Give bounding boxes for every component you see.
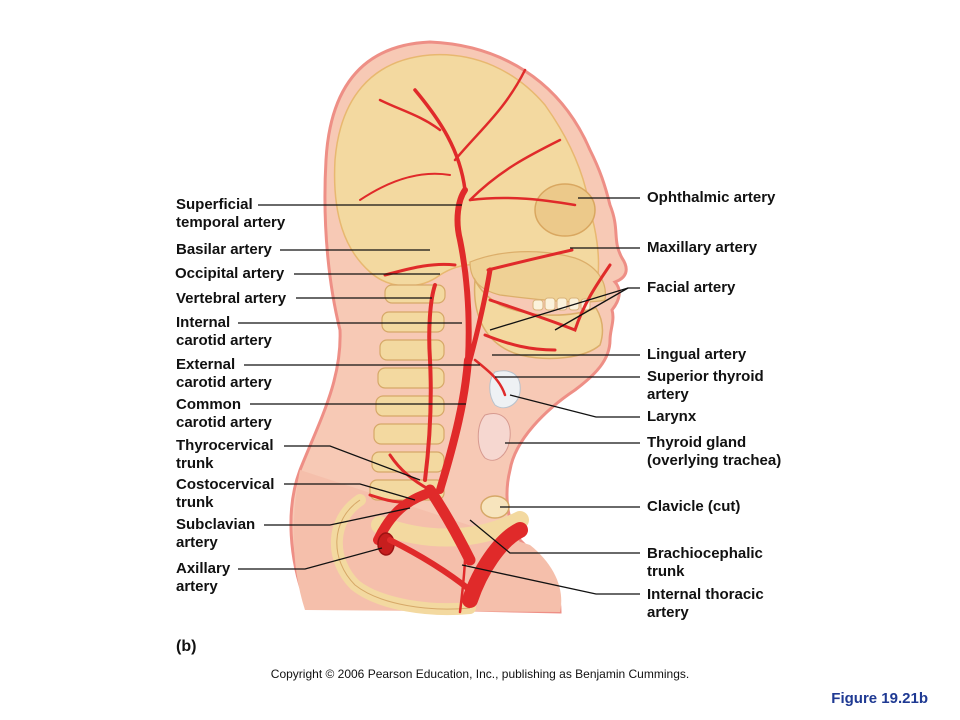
label-line-1: Subclavian <box>176 516 256 533</box>
label-line-1: Thyrocervical <box>176 437 274 454</box>
label-external-carotid-artery: External carotid artery <box>176 356 272 392</box>
leader-subclavian <box>264 507 411 526</box>
label-line-1: Thyroid gland <box>647 434 747 451</box>
common-carotid-artery <box>436 356 472 494</box>
thyrocervical-trunk <box>388 453 432 492</box>
label-line-2: carotid artery <box>176 332 272 349</box>
label-line-2: trunk <box>176 494 214 511</box>
label-superior-thyroid-artery: Superior thyroid artery <box>647 368 764 404</box>
label-line-1: Occipital artery <box>175 265 285 282</box>
label-lingual-artery: Lingual artery <box>647 346 746 364</box>
label-line-1: Clavicle (cut) <box>647 498 741 515</box>
label-line-1: Internal thoracic <box>647 586 764 603</box>
label-brachiocephalic-trunk: Brachiocephalic trunk <box>647 545 763 581</box>
leader-lines <box>238 197 640 595</box>
label-costocervical-trunk: Costocervical trunk <box>176 476 274 512</box>
label-line-1: Lingual artery <box>647 346 747 363</box>
leader-thyrocervical <box>284 445 421 481</box>
scalp-branch-1 <box>378 98 442 132</box>
panel-letter: (b) <box>176 638 197 655</box>
label-maxillary-artery: Maxillary artery <box>647 239 757 257</box>
arteries <box>359 68 612 614</box>
label-line-2: trunk <box>647 563 685 580</box>
facial-artery <box>488 263 612 332</box>
vertebral-artery <box>423 283 437 482</box>
copyright-notice: Copyright © 2006 Pearson Education, Inc.… <box>270 667 690 681</box>
mandible <box>473 277 604 360</box>
clavicle <box>371 511 529 547</box>
label-thyroid-gland: Thyroid gland (overlying trachea) <box>647 434 781 470</box>
scalp-branch-2 <box>453 68 527 162</box>
lingual-artery <box>483 333 557 352</box>
label-vertebral-artery: Vertebral artery <box>176 290 286 308</box>
external-carotid-artery <box>467 267 493 363</box>
label-line-2: artery <box>647 386 689 403</box>
label-line-2: carotid artery <box>176 374 272 391</box>
costocervical-trunk <box>368 493 422 504</box>
maxilla <box>469 251 606 303</box>
superior-thyroid-artery <box>473 358 507 397</box>
leader-facial-b <box>554 287 629 331</box>
label-line-1: Vertebral artery <box>176 290 287 307</box>
ophthalmic-artery <box>468 196 577 207</box>
label-line-1: Internal <box>176 314 231 331</box>
label-ophthalmic-artery: Ophthalmic artery <box>647 189 775 207</box>
leader-internal-thoracic <box>461 564 640 595</box>
label-line-1: Brachiocephalic <box>647 545 763 562</box>
label-axillary-artery: Axillary artery <box>176 560 230 596</box>
label-line-2: trunk <box>176 455 214 472</box>
label-subclavian-artery: Subclavian artery <box>176 516 255 552</box>
label-common-carotid-artery: Common carotid artery <box>176 396 272 432</box>
superficial-temporal-artery <box>413 88 467 192</box>
orbit <box>534 183 596 237</box>
leader-axillary <box>238 547 383 570</box>
label-larynx: Larynx <box>647 408 696 426</box>
label-line-1: Facial artery <box>647 279 736 296</box>
label-line-1: Costocervical <box>176 476 275 493</box>
label-line-2: artery <box>647 604 689 621</box>
scalp-branch-4 <box>359 172 451 201</box>
thyroid-gland <box>477 413 511 461</box>
figure-number: Figure 19.21b <box>831 690 928 707</box>
leader-larynx <box>509 394 640 418</box>
label-line-1: Larynx <box>647 408 697 425</box>
leader-brachiocephalic <box>469 519 640 554</box>
label-clavicle-cut: Clavicle (cut) <box>647 498 740 516</box>
scalp-branch-3 <box>468 138 562 202</box>
label-thyrocervical-trunk: Thyrocervical trunk <box>176 437 274 473</box>
label-line-2: temporal artery <box>176 214 286 231</box>
label-line-2: artery <box>176 578 218 595</box>
label-line-1: Maxillary artery <box>647 239 758 256</box>
label-line-1: Superior thyroid <box>647 368 764 385</box>
aortic-arch <box>462 522 528 608</box>
label-line-1: Axillary <box>176 560 231 577</box>
label-line-1: Common <box>176 396 241 413</box>
label-line-1: Basilar artery <box>176 241 272 258</box>
label-occipital-artery: Occipital artery <box>175 265 284 283</box>
label-line-1: Ophthalmic artery <box>647 189 776 206</box>
label-superficial-temporal-artery: Superficial temporal artery <box>176 196 285 232</box>
label-line-2: carotid artery <box>176 414 272 431</box>
first-rib-outline <box>336 499 471 610</box>
label-line-2: artery <box>176 534 218 551</box>
maxillary-artery <box>486 248 574 272</box>
internal-carotid-artery <box>454 187 472 363</box>
subclavian-lower <box>387 537 473 593</box>
label-line-1: External <box>176 356 236 373</box>
label-line-1: Superficial <box>176 196 253 213</box>
label-line-2: (overlying trachea) <box>647 452 782 469</box>
label-internal-carotid-artery: Internal carotid artery <box>176 314 272 350</box>
label-facial-artery: Facial artery <box>647 279 735 297</box>
label-basilar-artery: Basilar artery <box>176 241 272 259</box>
leader-costocervical <box>284 483 416 501</box>
label-internal-thoracic-artery: Internal thoracic artery <box>647 586 764 622</box>
